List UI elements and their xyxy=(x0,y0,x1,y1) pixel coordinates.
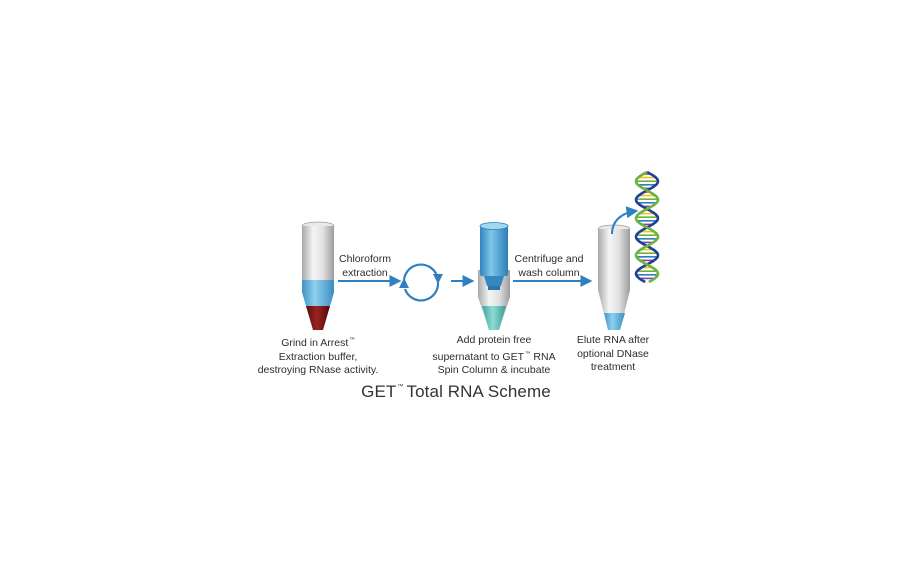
tube-2-teal-liquid xyxy=(482,306,506,330)
spin-column-body xyxy=(480,226,508,276)
rna-helix xyxy=(634,170,660,284)
tube-1-pellet xyxy=(306,306,330,330)
label-chloroform-extraction: Chloroform extraction xyxy=(339,253,391,279)
caption-elute: Elute RNA after optional DNase treatment xyxy=(576,334,650,373)
tube-2-spin-column xyxy=(478,222,510,330)
helix-strand-b xyxy=(634,170,660,284)
caption-grind: Grind in Arrest™ Extraction buffer, dest… xyxy=(257,337,379,376)
elution-arrow xyxy=(611,206,639,235)
caption-add-supernatant: Add protein free supernatant to GET™ RNA… xyxy=(432,334,556,376)
tube-1-extraction xyxy=(301,221,335,330)
tube-1-buffer-liquid xyxy=(302,280,334,306)
mixing-cycle-icon xyxy=(399,263,443,302)
label-centrifuge-wash: Centrifuge and wash column xyxy=(514,253,584,279)
tube-3-elution xyxy=(597,224,631,330)
tube-3-eluate xyxy=(604,313,625,330)
